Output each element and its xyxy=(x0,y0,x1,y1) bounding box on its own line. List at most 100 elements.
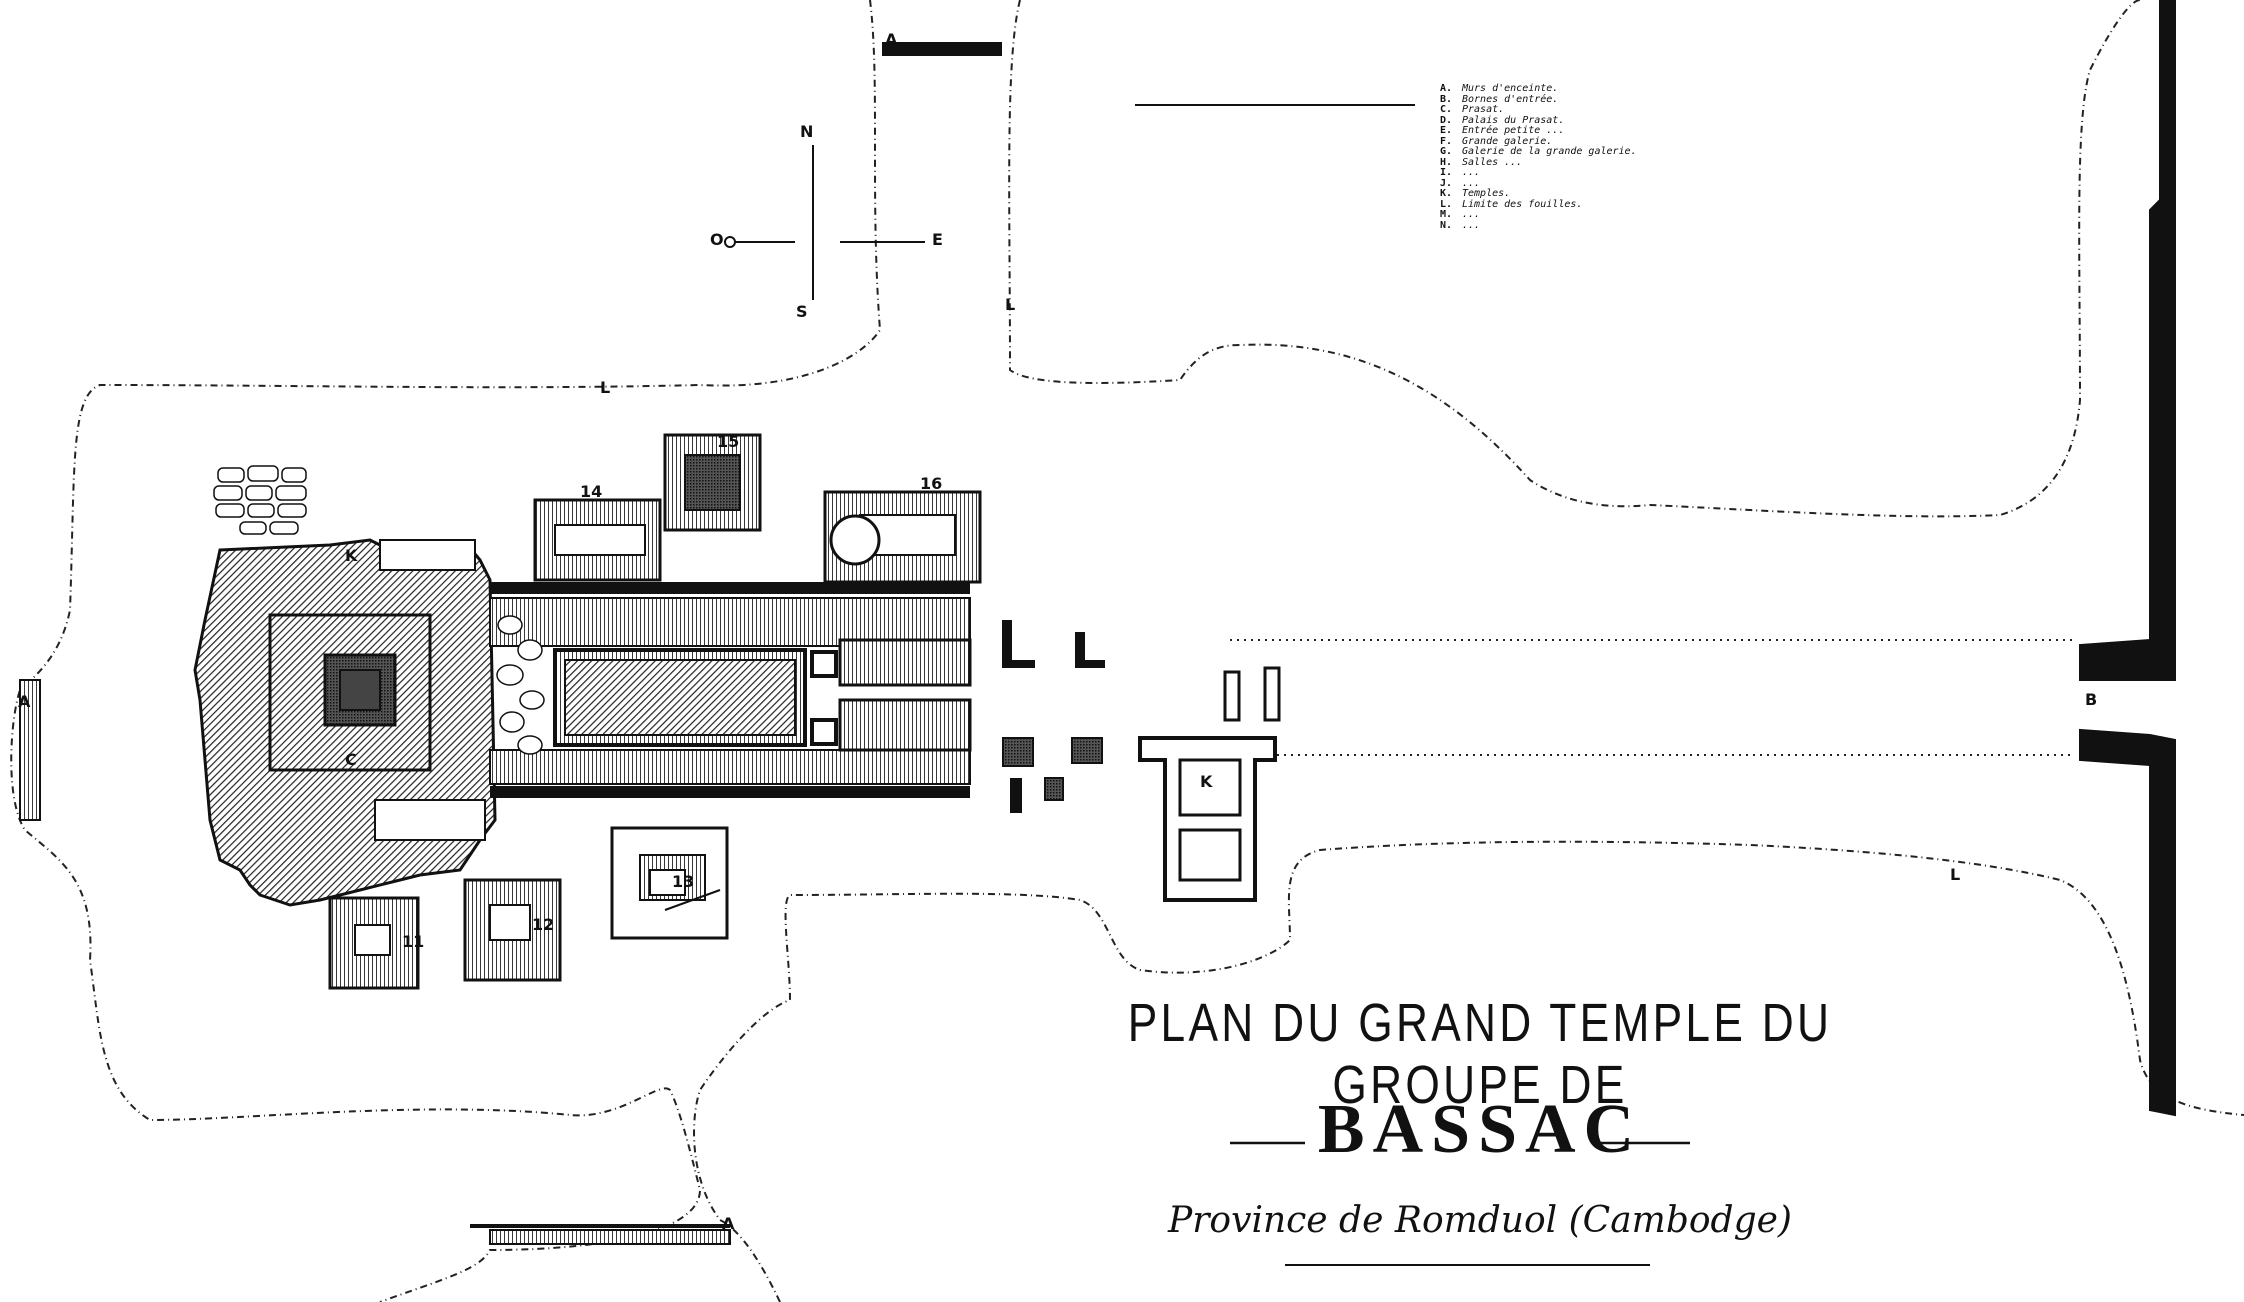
pavilion-2 xyxy=(1075,632,1105,668)
temple-k-lower xyxy=(1178,828,1242,882)
label-temple-k-main: K xyxy=(345,546,358,565)
legend-text: Prasat. xyxy=(1462,104,1505,115)
building-16-dome xyxy=(829,514,881,566)
legend-key: K. xyxy=(1440,188,1453,199)
label-wall-east: A xyxy=(2155,520,2168,539)
east-hall-south xyxy=(838,698,972,752)
label-gate-b: B xyxy=(2085,690,2098,709)
legend-entry: L. Limite des fouilles. xyxy=(1440,198,1637,211)
legend-text: Bornes d'entrée. xyxy=(1462,93,1559,105)
label-limit-east: L xyxy=(1950,865,1961,884)
map-legend: A. Murs d'enceinte. B. Bornes d'entrée.C.Pr… xyxy=(1440,83,1637,232)
building-14-inner xyxy=(554,524,646,556)
east-hall-north xyxy=(838,638,972,687)
legend-text: ... xyxy=(1462,167,1481,178)
legend-key: A. xyxy=(1440,83,1453,94)
label-building-15: 15 xyxy=(717,432,740,451)
legend-text: ... xyxy=(1462,177,1481,189)
prasat-inner xyxy=(339,669,381,711)
legend-entry: H. Salles ... xyxy=(1440,156,1637,169)
south-gallery-wall xyxy=(490,786,970,798)
enclosure-wall-east-upper xyxy=(2079,0,2176,681)
legend-text: Temples. xyxy=(1462,188,1511,199)
building-11-inner xyxy=(354,924,391,956)
compass-east-label: E xyxy=(932,230,943,249)
pavilion-1 xyxy=(1002,620,1035,668)
stele-north-a xyxy=(1223,670,1241,722)
stone-blocks xyxy=(213,465,307,535)
legend-entry: G. Galerie de la grande galerie. xyxy=(1440,146,1637,158)
label-prasat: C xyxy=(345,750,357,769)
legend-key: H. xyxy=(1440,156,1453,168)
gate-south xyxy=(489,1229,731,1245)
legend-text: Entrée petite ... xyxy=(1462,125,1565,136)
rubble-stones xyxy=(496,615,545,755)
site-name: BASSAC xyxy=(1317,1091,1643,1168)
legend-entry: K. Temples. xyxy=(1440,188,1637,200)
label-limit-north: L xyxy=(1005,295,1016,314)
legend-key: J. xyxy=(1440,177,1453,189)
legend-key: I. xyxy=(1440,167,1453,178)
stele-north-b xyxy=(1263,666,1281,722)
north-gallery-wall xyxy=(490,582,970,594)
legend-entry: M.... xyxy=(1440,209,1637,221)
excavation-limit-north xyxy=(1008,0,2141,518)
compass-west-label: O xyxy=(710,230,724,249)
legend-key: L. xyxy=(1440,198,1453,210)
label-gate-west: A xyxy=(18,692,31,711)
map-title: PLAN DU GRAND TEMPLE DU GROUPE DE xyxy=(1127,993,1833,1115)
legend-key: D. xyxy=(1440,114,1453,126)
gate-south-top xyxy=(470,1224,730,1228)
legend-text: ... xyxy=(1462,219,1481,231)
compass-west-marker xyxy=(724,236,736,248)
label-building-16: 16 xyxy=(920,474,943,493)
legend-key: E. xyxy=(1440,125,1453,136)
enclosure-wall-east-lower xyxy=(2079,728,2176,1117)
legend-text: Salles ... xyxy=(1462,156,1523,168)
south-terrace-block xyxy=(374,799,486,841)
south-gallery xyxy=(489,749,971,785)
compass-north-label: N xyxy=(800,122,814,141)
legend-entry: I.... xyxy=(1440,167,1637,179)
north-gallery xyxy=(489,597,971,647)
legend-text: Murs d'enceinte. xyxy=(1462,83,1559,94)
temple-k-inner xyxy=(1178,758,1242,817)
legend-text: Galerie de la grande galerie. xyxy=(1462,146,1637,157)
pillar-north xyxy=(810,650,838,678)
legend-entry: J.... xyxy=(1440,177,1637,190)
gate-north xyxy=(882,42,1002,56)
legend-key: F. xyxy=(1440,135,1453,147)
label-limit-west: L xyxy=(600,378,611,397)
label-gate-south: A xyxy=(722,1214,735,1233)
legend-entry: A. Murs d'enceinte. xyxy=(1440,83,1637,95)
legend-text: Palais du Prasat. xyxy=(1462,114,1565,126)
legend-key: N. xyxy=(1440,219,1453,231)
legend-entry: B. Bornes d'entrée. xyxy=(1440,93,1637,106)
pavilion-5 xyxy=(1010,778,1022,813)
legend-key: B. xyxy=(1440,93,1453,105)
legend-text: ... xyxy=(1462,209,1481,220)
west-terrace-block xyxy=(379,539,476,571)
legend-entry: C.Prasat. xyxy=(1440,104,1637,116)
label-building-13: 13 xyxy=(672,872,695,891)
pavilion-6 xyxy=(1044,777,1064,801)
legend-text: Grande galerie. xyxy=(1462,135,1553,147)
legend-key: G. xyxy=(1440,146,1453,157)
central-hall-inner xyxy=(564,659,796,736)
legend-entry: F. Grande galerie. xyxy=(1440,135,1637,148)
building-15-inner xyxy=(684,454,741,511)
legend-entry: E. Entrée petite ... xyxy=(1440,125,1637,137)
label-gate-north: A xyxy=(885,30,898,49)
legend-key: M. xyxy=(1440,209,1453,220)
legend-entry: D. Palais du Prasat. xyxy=(1440,114,1637,127)
legend-text: Limite des fouilles. xyxy=(1462,198,1583,210)
pavilion-3 xyxy=(1002,737,1034,767)
map-subtitle: Province de Romduol (Cambodge) xyxy=(1168,1200,1792,1241)
legend-entry: N.... xyxy=(1440,219,1637,232)
building-13-core xyxy=(649,869,686,896)
label-building-12: 12 xyxy=(532,915,555,934)
building-13-path xyxy=(664,889,721,911)
pavilion-4 xyxy=(1071,737,1103,764)
label-building-14: 14 xyxy=(580,482,603,501)
